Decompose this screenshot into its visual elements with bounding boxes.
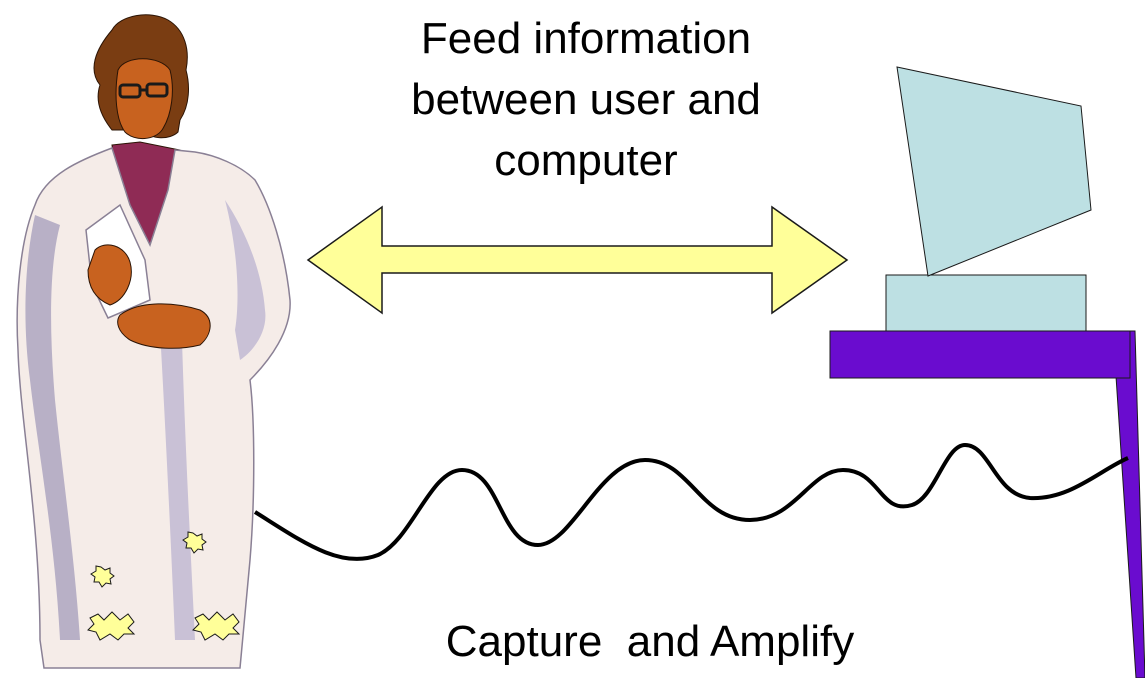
face: [115, 58, 173, 139]
lab-coat: [16, 147, 291, 669]
scientist-clipart-icon: [16, 14, 291, 669]
hand: [87, 244, 132, 306]
computer-base: [885, 274, 1087, 332]
coat-shading: [225, 200, 266, 360]
coat-shading: [160, 330, 195, 640]
bottom-label: Capture and Amplify: [445, 617, 855, 666]
glasses-icon: [118, 82, 169, 99]
double-arrow-icon: [306, 205, 849, 315]
wavy-cable-icon: [253, 442, 1129, 561]
monitor-screen: [896, 66, 1092, 277]
desk-top: [829, 330, 1131, 379]
desk-leg: [1112, 330, 1145, 678]
hand: [117, 303, 211, 349]
sensor-icon: [87, 531, 241, 641]
computer-icon: [829, 66, 1145, 678]
coat-shading: [25, 215, 80, 640]
top-label: Feed information between user and comput…: [411, 14, 761, 185]
